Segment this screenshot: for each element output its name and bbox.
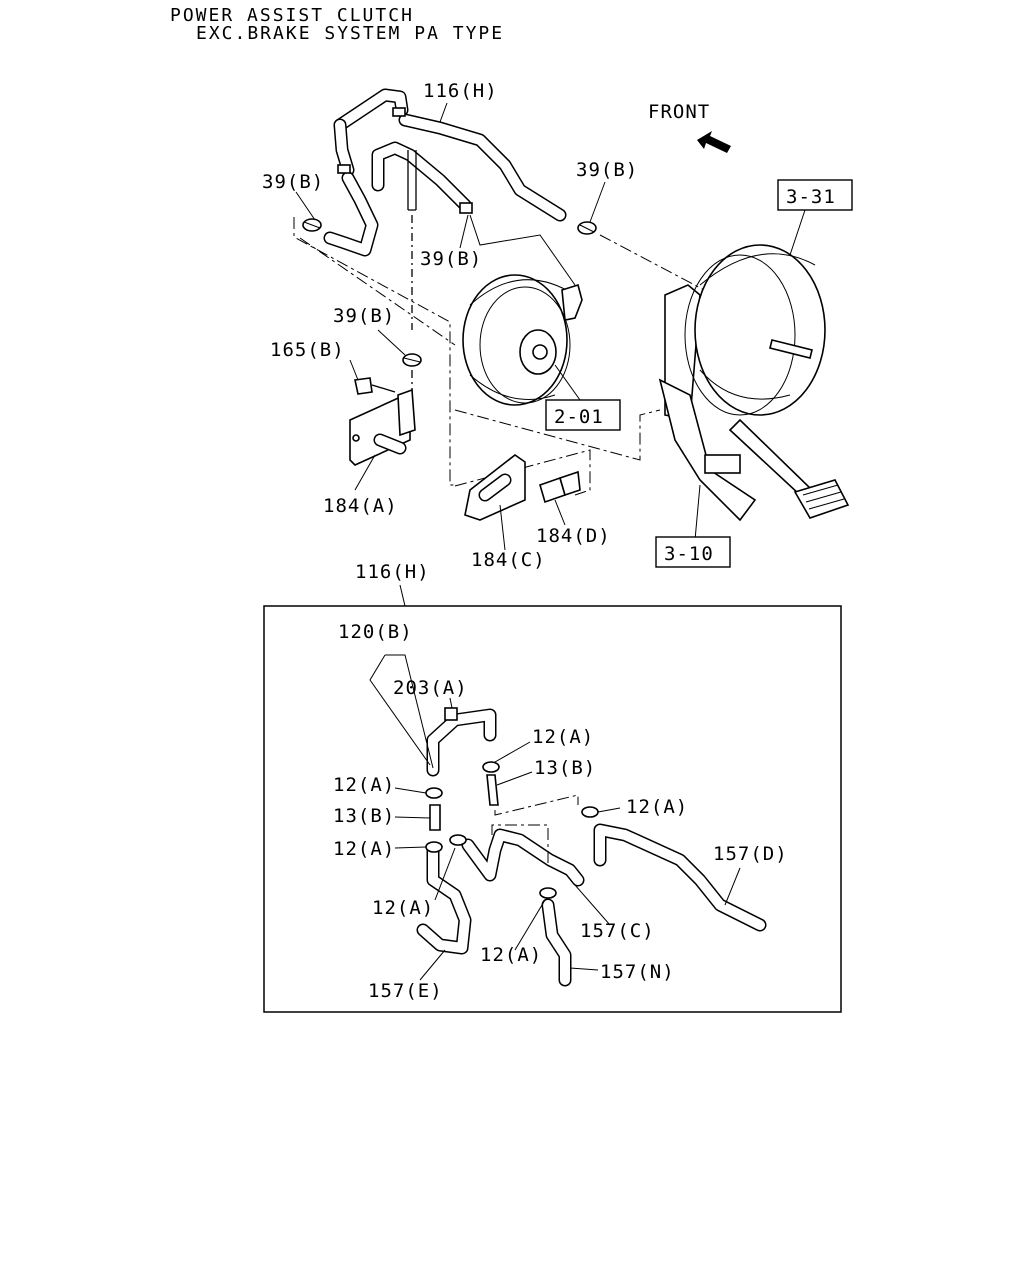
label-12a-6: 12(A): [480, 944, 542, 966]
label-12a-1: 12(A): [532, 726, 594, 748]
detail-frame: [263, 605, 842, 1013]
ref-box-2-01[interactable]: 2-01: [545, 399, 621, 431]
label-165b: 165(B): [270, 339, 345, 361]
label-157d: 157(D): [713, 843, 788, 865]
booster-3-31: [658, 244, 850, 522]
label-12a-5: 12(A): [626, 796, 688, 818]
label-157c: 157(C): [580, 920, 655, 942]
front-arrow-icon: [697, 131, 731, 153]
upper-hose-assembly: [323, 88, 567, 395]
clamp-39b-left: [302, 218, 322, 232]
label-12a-3: 12(A): [333, 838, 395, 860]
label-116h: 116(H): [423, 80, 498, 102]
svg-text:3-31: 3-31: [786, 186, 836, 208]
front-label: FRONT: [648, 101, 710, 123]
label-12a-2: 12(A): [333, 774, 395, 796]
label-184c: 184(C): [471, 549, 546, 571]
clamp-39b-right: [577, 221, 597, 235]
label-39b-left: 39(B): [262, 171, 324, 193]
svg-text:2-01: 2-01: [554, 406, 604, 428]
label-13b-2: 13(B): [333, 805, 395, 827]
label-120b: 120(B): [338, 621, 413, 643]
diagram-title: POWER ASSIST CLUTCH: [170, 5, 414, 26]
detail-title: 116(H): [355, 561, 430, 583]
bracket-184c: [464, 454, 526, 521]
label-157e: 157(E): [368, 980, 443, 1002]
label-203a: 203(A): [393, 677, 468, 699]
ref-box-3-10[interactable]: 3-10: [655, 536, 731, 568]
bracket-184d: [539, 470, 581, 504]
detail-clamps: [425, 761, 599, 899]
plug-203a: [444, 707, 458, 721]
label-39b-right: 39(B): [576, 159, 638, 181]
label-13b-1: 13(B): [534, 757, 596, 779]
bracket-184a: [349, 388, 416, 466]
label-184a: 184(A): [323, 495, 398, 517]
hose-clamp-icon: [392, 107, 406, 117]
label-184d: 184(D): [536, 525, 611, 547]
bolt-165b: [354, 377, 396, 395]
detail-hoses: [416, 707, 767, 987]
clamp-39b-lower: [402, 353, 422, 367]
booster-2-01: [462, 274, 583, 406]
ref-box-3-31[interactable]: 3-31: [777, 179, 853, 211]
svg-text:3-10: 3-10: [664, 543, 714, 565]
clutch-pedal-icon: [793, 479, 850, 519]
label-39b-lower: 39(B): [333, 305, 395, 327]
label-39b-mid: 39(B): [420, 248, 482, 270]
label-157n: 157(N): [600, 961, 675, 983]
diagram-subtitle: EXC.BRAKE SYSTEM PA TYPE: [196, 23, 504, 44]
label-12a-4: 12(A): [372, 897, 434, 919]
